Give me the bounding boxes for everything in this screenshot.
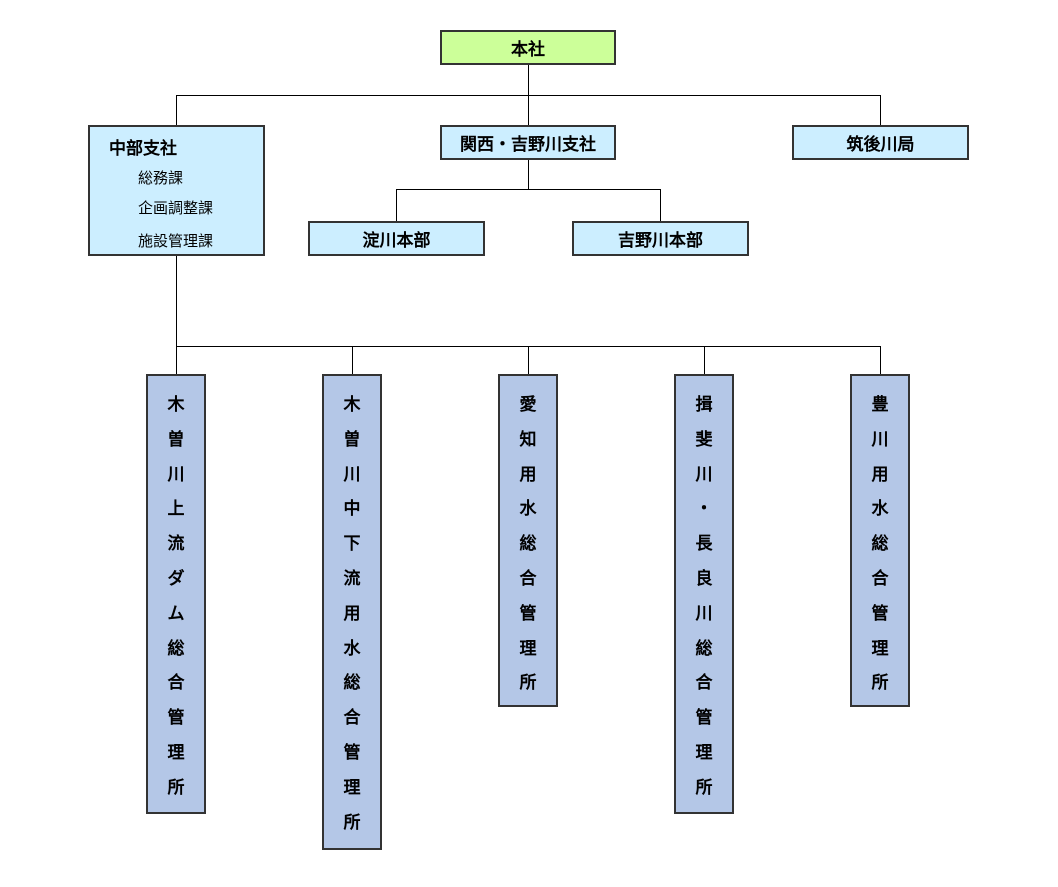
connector-to-office-1 [352,346,353,375]
office-label-char: 長 [695,534,713,555]
office-label-char: 流 [343,568,361,589]
office-label-char: 用 [871,464,889,485]
root-node-box: 本社 [440,30,616,65]
office-label-char: 流 [167,534,185,555]
office-label: 木曽川上流ダム総合管理所 [148,388,204,806]
office-label-char: 合 [695,673,713,694]
branch-node-kansai-yoshinogawa: 関西・吉野川支社 [440,125,616,160]
office-label-char: 水 [519,499,537,520]
office-label-char: 豊 [871,395,889,415]
office-label-char: 所 [871,673,889,694]
connector-chubu-down [176,255,177,375]
sub-label-yoshinogawa: 吉野川本部 [618,231,703,251]
connector-to-office-2 [528,346,529,375]
office-label-char: 曽 [167,429,185,450]
office-label-char: 川 [343,464,361,485]
office-label-char: 管 [519,603,537,624]
office-node: 揖斐川・長良川総合管理所 [674,374,734,814]
office-node: 木曽川上流ダム総合管理所 [146,374,206,814]
connector-to-chubu [176,95,177,126]
office-label-char: 上 [167,499,185,520]
office-label-char: 水 [871,499,889,520]
office-label-char: ダ [167,568,185,589]
connector-to-yoshinogawa [660,189,661,222]
office-label-char: 理 [871,638,889,659]
office-label-char: 良 [695,568,713,589]
office-label-char: 総 [695,638,713,659]
office-label-char: 管 [871,603,889,624]
office-label-char: 知 [519,429,537,450]
office-label-char: 管 [343,742,361,763]
office-label-char: 用 [519,464,537,485]
office-label-char: 総 [167,638,185,659]
office-label: 木曽川中下流用水総合管理所 [324,388,380,840]
office-label-char: 理 [519,638,537,659]
office-label-char: 愛 [519,395,537,415]
office-label-char: 用 [343,603,361,624]
office-label-char: 木 [343,395,361,415]
office-label-char: 理 [343,777,361,798]
office-label-char: 理 [167,742,185,763]
office-label-char: 所 [519,673,537,694]
office-label-char: 管 [167,708,185,729]
sub-label-yodogawa: 淀川本部 [362,231,431,251]
connector-top-horizontal [176,95,881,96]
branch-label-chubu: 中部支社 [109,139,177,159]
office-label-char: ム [167,603,185,624]
branch-node-chikugo: 筑後川局 [792,125,969,160]
office-label-char: 揖 [695,395,713,415]
office-label-char: ・ [695,499,713,520]
office-label: 豊川用水総合管理所 [852,388,908,701]
office-label: 揖斐川・長良川総合管理所 [676,388,732,806]
branch-label-kansai-yoshinogawa: 関西・吉野川支社 [460,135,596,155]
section-label: 企画調整課 [138,199,214,217]
branch-node-chubu: 中部支社 総務課 企画調整課 施設管理課 [88,125,265,256]
office-label-char: 総 [343,673,361,694]
office-label-char: 中 [343,499,361,520]
office-label-char: 所 [695,777,713,798]
root-node-label: 本社 [511,40,545,60]
office-label-char: 木 [167,395,185,415]
branch-label-chikugo: 筑後川局 [846,135,915,155]
office-label-char: 曽 [343,429,361,450]
office-label-char: 理 [695,742,713,763]
office-label-char: 川 [871,429,889,450]
connector-to-chikugo [880,95,881,126]
office-label-char: 総 [519,534,537,555]
connector-to-office-4 [880,346,881,375]
office-label-char: 管 [695,708,713,729]
office-label-char: 川 [695,464,713,485]
office-label-char: 合 [167,673,185,694]
office-label-char: 所 [167,777,185,798]
section-label: 施設管理課 [138,232,214,250]
connector-to-office-3 [704,346,705,375]
sub-node-yoshinogawa: 吉野川本部 [572,221,749,256]
office-node: 愛知用水総合管理所 [498,374,558,707]
office-label-char: 所 [343,812,361,833]
office-label-char: 川 [167,464,185,485]
office-label-char: 合 [343,708,361,729]
connector-to-yodogawa [396,189,397,222]
office-label-char: 下 [343,534,361,555]
connector-kansai-down [528,158,529,189]
connector-kansai-horizontal [396,189,661,190]
office-label-char: 合 [519,568,537,589]
office-label: 愛知用水総合管理所 [500,388,556,701]
office-label-char: 合 [871,568,889,589]
section-label: 総務課 [138,169,184,187]
office-label-char: 斐 [695,429,713,450]
office-label-char: 総 [871,534,889,555]
office-label-char: 川 [695,603,713,624]
office-node: 木曽川中下流用水総合管理所 [322,374,382,850]
office-node: 豊川用水総合管理所 [850,374,910,707]
office-label-char: 水 [343,638,361,659]
sub-node-yodogawa: 淀川本部 [308,221,485,256]
